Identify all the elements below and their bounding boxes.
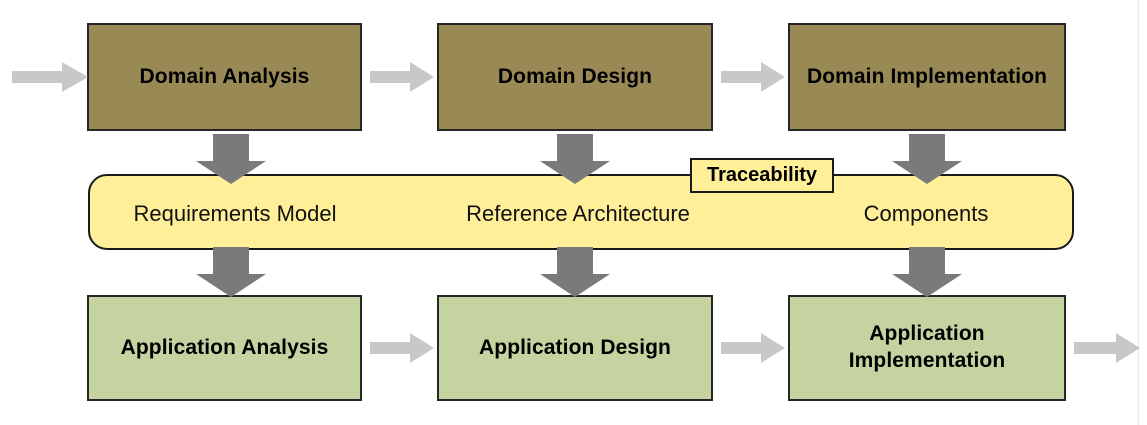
- application-analysis-box[interactable]: Application Analysis: [87, 295, 362, 401]
- derive-arrow-domain-implementation-to-components: [892, 134, 962, 184]
- flow-arrow-application-design-to-implementation: [721, 333, 785, 363]
- derive-arrow-domain-design-to-reference-architecture: [540, 134, 610, 184]
- domain-analysis-box[interactable]: Domain Analysis: [87, 23, 362, 131]
- artifact-requirements-model-label: Requirements Model: [133, 201, 337, 226]
- derive-arrow-requirements-model-to-application-analysis: [196, 247, 266, 297]
- process-exit-arrow: [1074, 333, 1140, 363]
- application-implementation-label: Application Implementation: [848, 322, 1006, 372]
- artifact-components-label: Components: [863, 201, 989, 226]
- flow-arrow-application-analysis-to-design: [370, 333, 434, 363]
- application-design-label: Application Design: [479, 335, 671, 359]
- page-edge-line: [1138, 0, 1139, 425]
- artifact-reference-architecture-label: Reference Architecture: [466, 201, 690, 226]
- process-entry-arrow: [12, 62, 88, 92]
- derive-arrow-domain-analysis-to-requirements-model: [196, 134, 266, 184]
- domain-implementation-label: Domain Implementation: [806, 64, 1048, 88]
- derive-arrow-reference-architecture-to-application-design: [540, 247, 610, 297]
- domain-analysis-label: Domain Analysis: [139, 64, 310, 88]
- domain-implementation-box[interactable]: Domain Implementation: [788, 23, 1066, 131]
- artifact-reference-architecture: Reference Architecture: [466, 201, 690, 227]
- traceability-label: Traceability: [706, 164, 818, 186]
- domain-design-box[interactable]: Domain Design: [437, 23, 713, 131]
- traceability-callout[interactable]: Traceability: [690, 158, 834, 193]
- application-design-box[interactable]: Application Design: [437, 295, 713, 401]
- flow-arrow-domain-design-to-implementation: [721, 62, 785, 92]
- application-implementation-box[interactable]: Application Implementation: [788, 295, 1066, 401]
- application-analysis-label: Application Analysis: [120, 335, 329, 359]
- artifact-requirements-model: Requirements Model: [134, 201, 337, 227]
- derive-arrow-components-to-application-implementation: [892, 247, 962, 297]
- artifact-components: Components: [864, 201, 989, 227]
- flow-arrow-domain-analysis-to-design: [370, 62, 434, 92]
- domain-design-label: Domain Design: [497, 64, 653, 88]
